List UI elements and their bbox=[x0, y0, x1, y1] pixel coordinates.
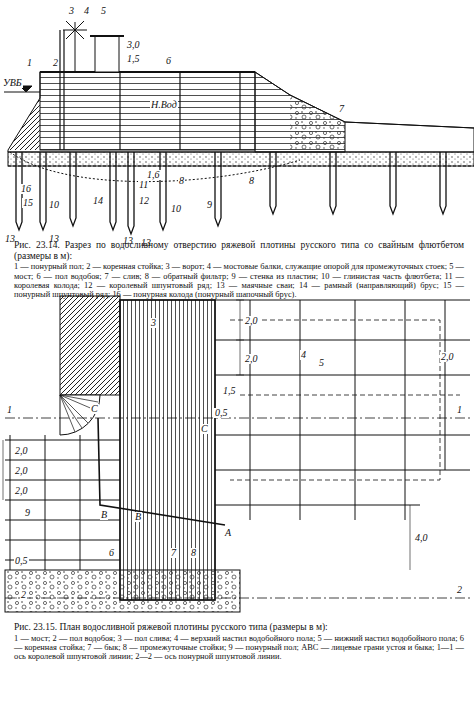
dimension-label: 2,0 bbox=[14, 486, 29, 496]
callout-number: 1 bbox=[456, 405, 463, 415]
dimension-label: 2,0 bbox=[244, 316, 259, 326]
dimension-label: 1,5 bbox=[222, 386, 237, 396]
callout-number: 10 bbox=[48, 200, 60, 210]
dimension-label: 3,0 bbox=[126, 40, 141, 50]
dimension-label: 0,5 bbox=[214, 408, 229, 418]
callout-number: 9 bbox=[206, 200, 213, 210]
callout-number: 16 bbox=[20, 184, 32, 194]
dimension-label: 0,5 bbox=[14, 556, 29, 566]
callout-number: 8 bbox=[178, 176, 185, 186]
callout-number: 15 bbox=[22, 198, 34, 208]
callout-number: 1 bbox=[26, 58, 33, 68]
dimension-label: 1,6 bbox=[146, 170, 161, 180]
callout-number: 4 bbox=[83, 6, 90, 16]
figure-caption: Рис. 23.14. Разрез по водосливному отвер… bbox=[14, 240, 464, 261]
dimension-label: 2,0 bbox=[14, 446, 29, 456]
callout-number: 8 bbox=[190, 548, 197, 558]
callout-number: 8 bbox=[248, 176, 255, 186]
dimension-label: УВБ bbox=[2, 78, 23, 88]
callout-number: 9 bbox=[24, 508, 31, 518]
dimension-label: Н.Вод bbox=[150, 100, 178, 110]
dimension-label: 2,0 bbox=[14, 466, 29, 476]
callout-number: 2 bbox=[456, 585, 463, 595]
callout-number: C bbox=[90, 404, 99, 414]
callout-number: 7 bbox=[170, 548, 177, 558]
caption-legend: 1 — мост; 2 — пол водобоя; 3 — пол слива… bbox=[14, 634, 464, 662]
callout-number: 10 bbox=[170, 204, 182, 214]
callout-number: A bbox=[224, 528, 232, 538]
dimension-label: 4,0 bbox=[414, 533, 429, 543]
callout-number: 5 bbox=[100, 6, 107, 16]
callout-number: B bbox=[134, 512, 142, 522]
callout-number: 6 bbox=[108, 548, 115, 558]
callout-number: 2 bbox=[52, 58, 59, 68]
callout-number: B bbox=[100, 510, 108, 520]
callout-number: 5 bbox=[318, 358, 325, 368]
callout-number: C bbox=[200, 424, 209, 434]
dimension-label: 2,0 bbox=[244, 354, 259, 364]
callout-number: 3 bbox=[68, 6, 75, 16]
callout-number: 11 bbox=[138, 180, 149, 190]
callout-number: 6 bbox=[165, 56, 172, 66]
dimension-label: 2,0 bbox=[440, 352, 455, 362]
dimension-label: 1,5 bbox=[126, 54, 141, 64]
callout-number: 14 bbox=[92, 196, 104, 206]
callout-number: 12 bbox=[138, 196, 150, 206]
figure-caption: Рис. 23.15. План водосливной ряжевой пло… bbox=[14, 622, 464, 633]
callout-number: 4 bbox=[300, 350, 307, 360]
callout-number: 7 bbox=[338, 104, 345, 114]
callout-number: 3 bbox=[150, 318, 157, 328]
caption-legend: 1 — понурный пол; 2 — коренная стойка; 3… bbox=[14, 262, 464, 300]
callout-number: 2 bbox=[20, 590, 27, 600]
callout-number: 1 bbox=[6, 405, 13, 415]
